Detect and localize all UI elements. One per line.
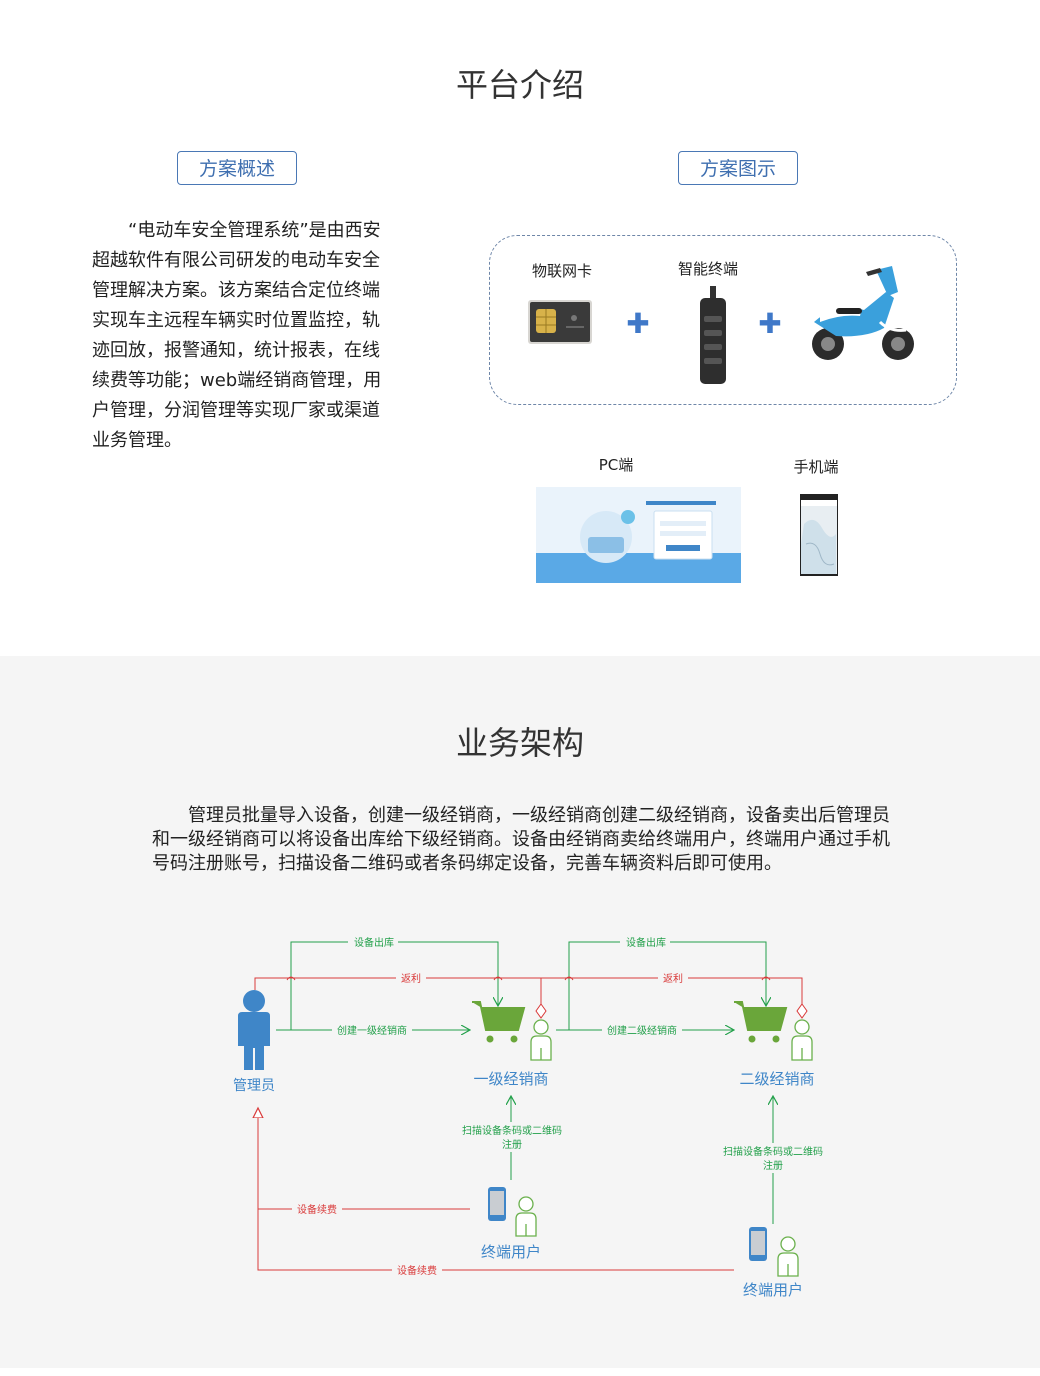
edge-scan-register-1: 扫描设备条码或二维码 注册 — [454, 1096, 570, 1180]
end-user-1-phone-icon — [488, 1187, 506, 1221]
terminal-label: 智能终端 — [677, 260, 738, 278]
dealer2-cart-icon — [734, 1001, 788, 1043]
edge-rebate-2-label: 返利 — [663, 973, 683, 985]
edge-create-dealer-2: 创建二级经销商 — [556, 1024, 734, 1037]
edge-create-dealer-1-label: 创建一级经销商 — [337, 1024, 407, 1037]
business-architecture-title: 业务架构 — [455, 724, 584, 762]
product-group-box — [489, 235, 957, 405]
edge-scan-1-label-1: 扫描设备条码或二维码 — [462, 1124, 562, 1137]
plus-icon-1: ✚ — [626, 307, 650, 340]
edge-rebate-1-label: 返利 — [401, 973, 421, 985]
edge-outbound-1-label: 设备出库 — [354, 936, 394, 949]
sim-card-label: 物联网卡 — [531, 262, 592, 280]
end-user-2-label: 终端用户 — [743, 1281, 803, 1299]
business-flow-diagram: 设备出库 设备出库 返利 返利 — [233, 936, 832, 1299]
mobile-screenshot-image — [800, 494, 838, 576]
sim-card-image — [528, 300, 592, 344]
end-user-1-label: 终端用户 — [481, 1243, 541, 1261]
edge-rebate-1: 返利 — [254, 972, 547, 1019]
e-bike-image — [806, 262, 916, 364]
pc-label: PC端 — [598, 456, 634, 474]
admin-label: 管理员 — [233, 1078, 275, 1094]
dealer2-person-icon — [791, 1019, 813, 1061]
end-user-1-person-icon — [515, 1196, 537, 1237]
edge-rebate-2: 返利 — [541, 972, 808, 1019]
dealer1-label: 一级经销商 — [473, 1070, 548, 1088]
edge-scan-1-label-2: 注册 — [502, 1138, 522, 1151]
platform-intro-section: 平台介绍 方案概述 方案图示 “电动车安全管理系统”是由西安超越软件有限公司研发… — [0, 0, 1040, 656]
terminal-device-image — [698, 286, 728, 386]
dealer1-person-icon — [530, 1019, 552, 1061]
end-user-2-person-icon — [777, 1236, 799, 1277]
edge-outbound-2: 设备出库 — [568, 936, 766, 1030]
plus-icon-2: ✚ — [758, 307, 782, 340]
business-architecture-section: 业务架构 管理员批量导入设备，创建一级经销商，一级经销商创建二级经销商，设备卖出… — [0, 656, 1040, 1368]
pc-screenshot-image — [536, 487, 741, 583]
tab-overview[interactable]: 方案概述 — [177, 151, 297, 185]
edge-renewal: 设备续费 设备续费 — [258, 1112, 734, 1277]
edge-outbound-1: 设备出库 — [290, 936, 498, 1030]
admin-node: 管理员 — [233, 990, 275, 1094]
dealer1-node: 一级经销商 — [472, 1001, 552, 1088]
platform-intro-title: 平台介绍 — [455, 66, 584, 104]
end-user-1-node: 终端用户 — [481, 1187, 541, 1261]
edge-renewal-1-label: 设备续费 — [297, 1203, 337, 1216]
edge-scan-register-2: 扫描设备条码或二维码 注册 — [714, 1096, 832, 1224]
business-description: 管理员批量导入设备，创建一级经销商，一级经销商创建二级经销商，设备卖出后管理员和… — [152, 805, 890, 874]
tab-diagram[interactable]: 方案图示 — [678, 151, 798, 185]
edge-scan-2-label-1: 扫描设备条码或二维码 — [723, 1145, 823, 1158]
intro-paragraph: “电动车安全管理系统”是由西安超越软件有限公司研发的电动车安全管理解决方案。该方… — [92, 220, 382, 451]
admin-person-icon — [238, 990, 270, 1070]
dealer1-cart-icon — [472, 1001, 526, 1043]
end-user-2-node: 终端用户 — [743, 1227, 803, 1299]
mobile-label: 手机端 — [793, 458, 839, 476]
edge-create-dealer-2-label: 创建二级经销商 — [607, 1024, 677, 1037]
edge-scan-2-label-2: 注册 — [763, 1159, 783, 1172]
edge-create-dealer-1: 创建一级经销商 — [276, 1024, 470, 1037]
edge-renewal-2-label: 设备续费 — [397, 1264, 437, 1277]
dealer2-label: 二级经销商 — [739, 1070, 814, 1088]
edge-outbound-2-label: 设备出库 — [626, 936, 666, 949]
end-user-2-phone-icon — [749, 1227, 767, 1261]
dealer2-node: 二级经销商 — [734, 1001, 815, 1088]
